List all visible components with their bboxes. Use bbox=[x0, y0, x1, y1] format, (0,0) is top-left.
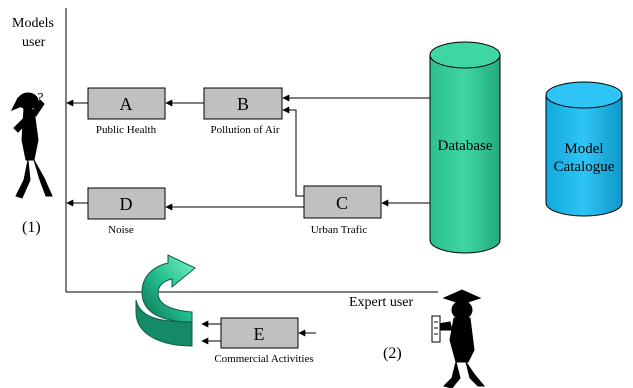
y-axis-label-line1: Models bbox=[12, 16, 54, 31]
model-catalogue-cylinder: Model Catalogue bbox=[545, 81, 623, 217]
box-b-letter: B bbox=[237, 94, 249, 114]
box-d-letter: D bbox=[120, 194, 133, 214]
box-c: C Urban Trafic bbox=[303, 185, 382, 236]
arrow-c-to-b bbox=[282, 106, 304, 197]
models-user-figure: ? bbox=[10, 91, 53, 199]
database-label: Database bbox=[438, 138, 493, 154]
expert-user-figure bbox=[431, 289, 486, 388]
box-e-letter: E bbox=[254, 324, 265, 344]
box-c-letter: C bbox=[336, 193, 348, 213]
box-d: D Noise bbox=[87, 187, 166, 236]
catalogue-label-line1: Model bbox=[564, 141, 603, 157]
box-a: A Public Health bbox=[87, 87, 166, 136]
box-a-letter: A bbox=[120, 94, 133, 114]
box-e: E Commercial Activities bbox=[214, 317, 314, 365]
box-c-caption: Urban Trafic bbox=[311, 224, 368, 236]
box-b: B Pollution of Air bbox=[203, 87, 283, 136]
marker-one: (1) bbox=[22, 219, 41, 236]
catalogue-label-line2: Catalogue bbox=[554, 159, 615, 175]
box-e-caption: Commercial Activities bbox=[214, 353, 313, 365]
question-mark: ? bbox=[36, 91, 43, 106]
curved-feedback-arrow bbox=[135, 254, 196, 347]
y-axis-label-line2: user bbox=[22, 35, 46, 50]
box-a-caption: Public Health bbox=[96, 124, 157, 136]
box-b-caption: Pollution of Air bbox=[210, 124, 279, 136]
box-d-caption: Noise bbox=[108, 224, 134, 236]
marker-two: (2) bbox=[383, 345, 402, 362]
x-axis-label: Expert user bbox=[349, 295, 413, 310]
database-cylinder: Database bbox=[429, 41, 501, 254]
